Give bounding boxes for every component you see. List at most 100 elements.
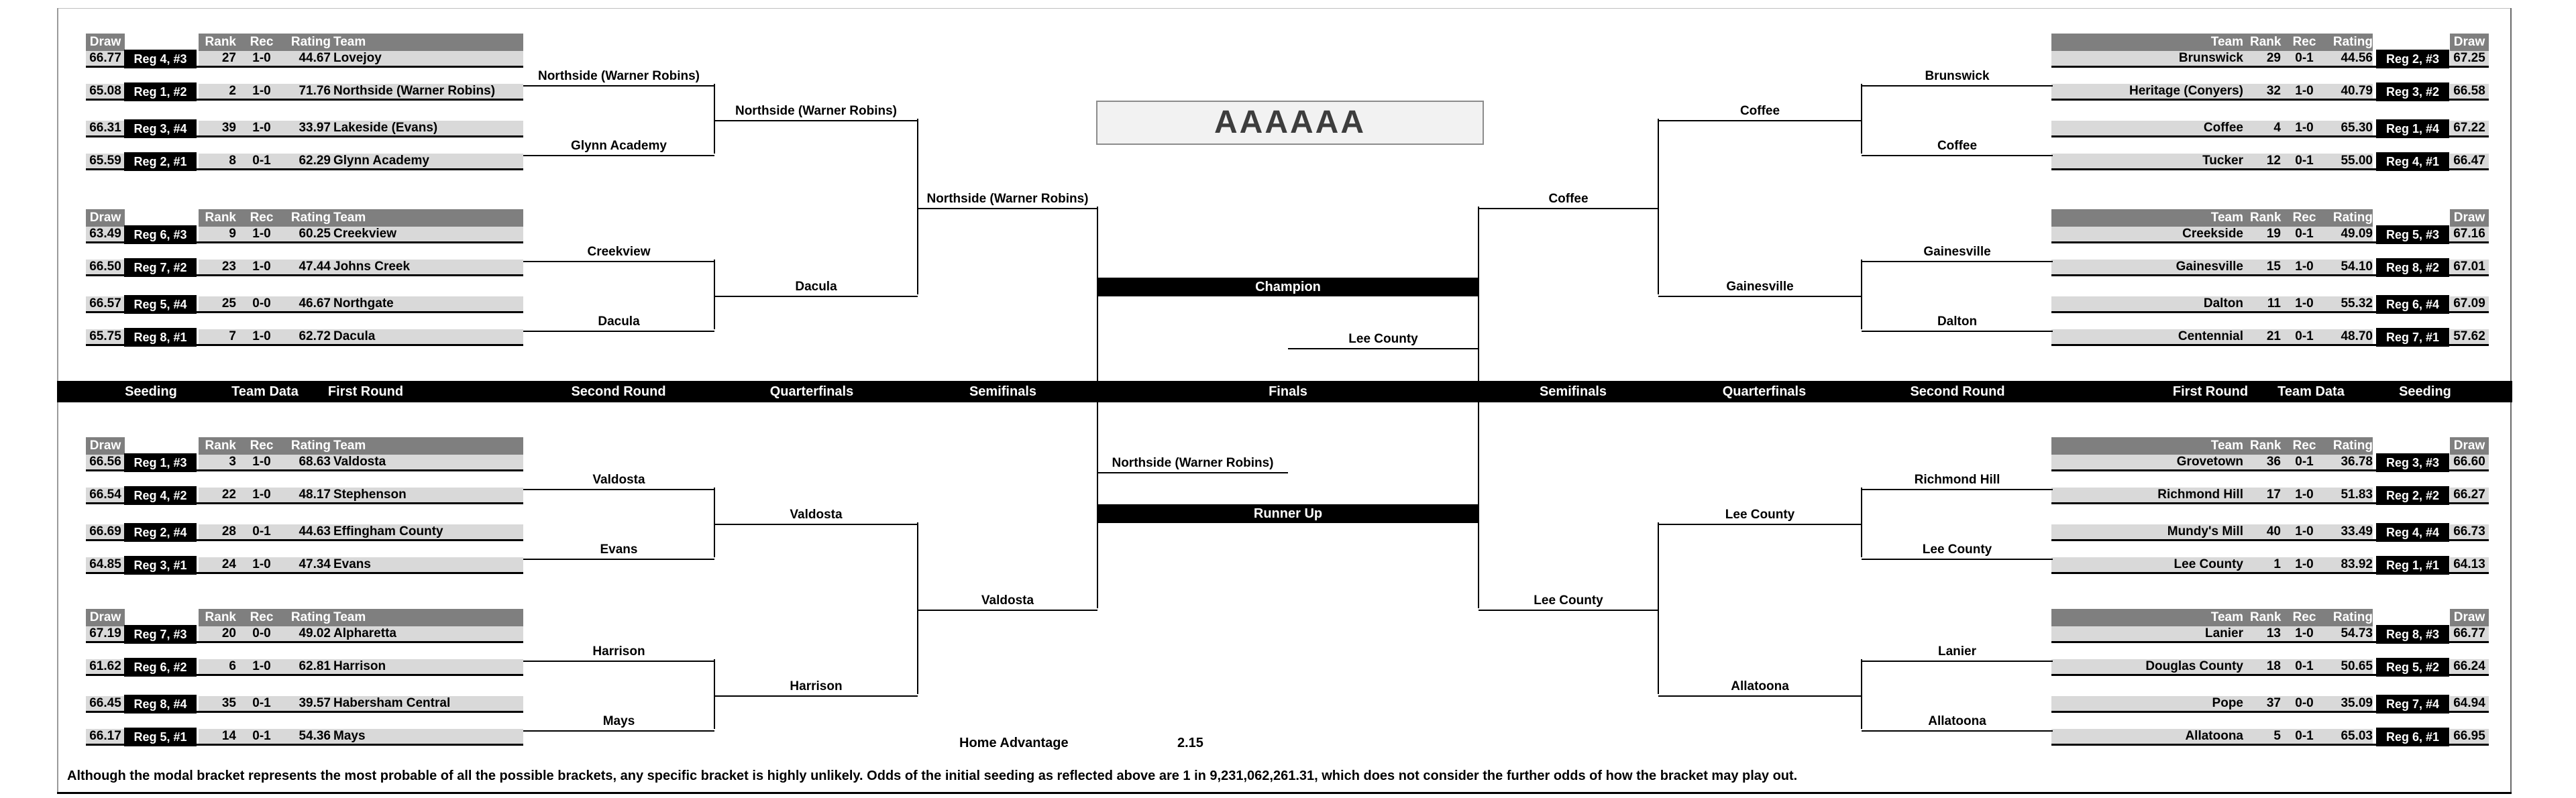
team-name: Mays: [333, 729, 366, 743]
rec-header: Rec: [2292, 35, 2316, 49]
rec-header: Rec: [2292, 211, 2316, 225]
round-label: Quarterfinals: [769, 384, 854, 399]
rating-header: Rating: [290, 610, 331, 624]
team-name: Gainesville: [2176, 260, 2243, 274]
row-bg: [2051, 557, 2373, 572]
draw-value: 66.31: [86, 121, 125, 135]
rank-value: 39: [221, 121, 236, 135]
draw-header: Draw: [86, 437, 125, 455]
rating-header: Rating: [290, 439, 331, 453]
team-name: Douglas County: [2145, 659, 2243, 673]
round-label: Seeding: [2399, 384, 2451, 399]
row-bg: [199, 488, 523, 502]
rank-value: 27: [221, 51, 236, 65]
draw-header: Draw: [2450, 437, 2489, 455]
advancing-team-label: Lee County: [1862, 537, 2053, 560]
rank-value: 40: [2266, 524, 2281, 538]
team-header: Team: [2210, 211, 2243, 225]
draw-value: 66.50: [86, 260, 125, 274]
region-seed-badge: Reg 2, #4: [124, 523, 197, 542]
rating-value: 44.63: [299, 524, 331, 538]
record-value: 1-0: [252, 329, 271, 343]
rank-value: 19: [2266, 227, 2281, 241]
region-seed-badge: Reg 5, #2: [2376, 658, 2449, 677]
region-seed-badge: Reg 6, #3: [124, 225, 197, 244]
draw-header: Draw: [2450, 209, 2489, 227]
record-value: 1-0: [2295, 260, 2314, 274]
advancing-team-label: Mays: [523, 709, 714, 732]
rank-value: 17: [2266, 488, 2281, 502]
draw-value: 65.08: [86, 84, 125, 99]
draw-header: Draw: [86, 609, 125, 626]
row-bg: [199, 121, 523, 135]
draw-value: 66.17: [86, 729, 125, 744]
advancing-team-label: Northside (Warner Robins): [918, 186, 1097, 209]
team-name: Pope: [2212, 696, 2243, 710]
bracket-connector: [1861, 659, 1862, 729]
advancing-team-label: Allatoona: [1862, 709, 2053, 732]
round-label: Seeding: [125, 384, 177, 399]
rating-value: 54.10: [2341, 260, 2373, 274]
team-name: Tucker: [2202, 154, 2243, 168]
rating-header: Rating: [2332, 211, 2373, 225]
rank-value: 6: [229, 659, 236, 673]
rank-value: 28: [221, 524, 236, 538]
region-seed-badge: Reg 6, #4: [2376, 295, 2449, 314]
team-name: Richmond Hill: [2157, 488, 2243, 502]
team-header: Team: [2210, 610, 2243, 624]
advancing-team-label: Lee County: [1479, 588, 1658, 611]
rank-value: 32: [2266, 84, 2281, 98]
draw-value: 66.57: [86, 296, 125, 311]
rating-value: 65.30: [2341, 121, 2373, 135]
rank-value: 1: [2273, 557, 2281, 571]
row-bg: [199, 84, 523, 99]
bracket-connector: [1861, 488, 1862, 557]
team-name: Alpharetta: [333, 626, 396, 640]
rating-value: 48.17: [299, 488, 331, 502]
bracket-connector: [1658, 119, 1659, 294]
bracket-connector: [1097, 207, 1098, 608]
draw-header: Draw: [86, 34, 125, 51]
team-name: Glynn Academy: [333, 154, 429, 168]
round-label: Semifinals: [969, 384, 1037, 399]
rating-value: 40.79: [2341, 84, 2373, 98]
draw-value: 66.77: [2450, 626, 2489, 641]
bracket-connector: [1478, 207, 1479, 608]
record-value: 1-0: [2295, 121, 2314, 135]
rating-value: 44.67: [299, 51, 331, 65]
rating-header: Rating: [2332, 439, 2373, 453]
rank-value: 21: [2266, 329, 2281, 343]
rating-value: 62.29: [299, 154, 331, 168]
rating-value: 44.56: [2341, 51, 2373, 65]
record-value: 1-0: [2295, 524, 2314, 538]
record-value: 0-1: [2295, 51, 2314, 65]
row-bg: [199, 154, 523, 168]
header-bar: [2051, 437, 2373, 455]
rating-header: Rating: [2332, 610, 2373, 624]
team-name: Evans: [333, 557, 371, 571]
region-seed-badge: Reg 1, #2: [124, 82, 197, 101]
rec-header: Rec: [2292, 439, 2316, 453]
row-bg: [2051, 626, 2373, 641]
row-bg: [2051, 729, 2373, 744]
row-bg: [2051, 329, 2373, 344]
record-value: 1-0: [252, 659, 271, 673]
record-value: 1-0: [2295, 84, 2314, 98]
rank-value: 3: [229, 455, 236, 469]
record-value: 1-0: [2295, 488, 2314, 502]
region-seed-badge: Reg 1, #3: [124, 453, 197, 472]
